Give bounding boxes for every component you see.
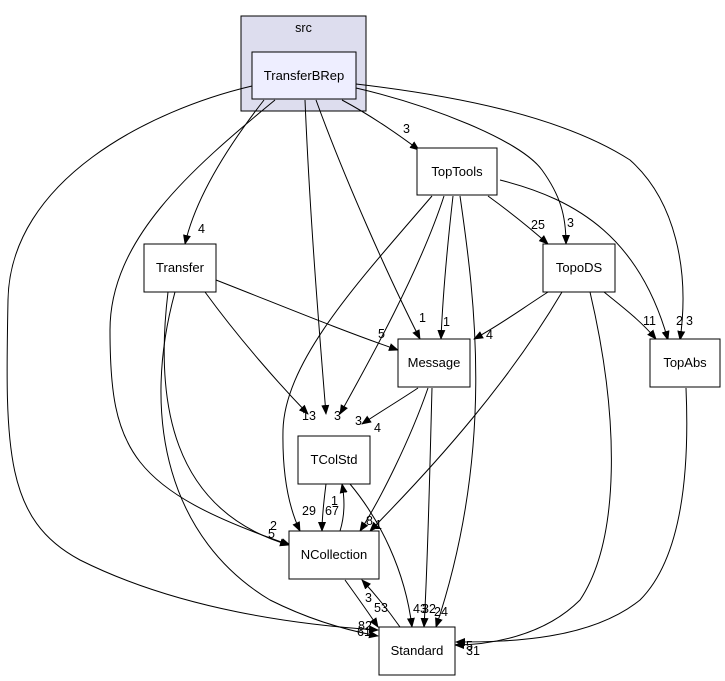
edge-label: 1 <box>375 518 382 532</box>
edge-label: 3 <box>355 414 362 428</box>
node-topods[interactable]: TopoDS <box>542 243 616 293</box>
edge-toptools-message <box>437 195 454 340</box>
edge-topods-topabs <box>603 291 657 340</box>
edge-label: 11 <box>643 314 656 328</box>
edge-topabs-standard <box>455 387 688 646</box>
edge-transferbrep-transfer <box>183 99 265 245</box>
edge-labels: 3 4 3 2 3 25 1 1 5 4 11 13 3 3 4 29 67 1… <box>198 122 693 658</box>
edge-label: 5 <box>378 327 385 341</box>
edge-tcolstd-standard <box>349 483 415 628</box>
edge-label: 3 <box>403 122 410 136</box>
edge-label: 61 <box>357 625 371 639</box>
edge-toptools-standard <box>435 195 477 628</box>
edge-topods-standard <box>454 291 612 649</box>
edge-toptools-tcolstd <box>339 195 445 415</box>
edge-label: 13 <box>302 409 316 423</box>
edge-transfer-message <box>215 279 399 351</box>
node-ncollection[interactable]: NCollection <box>288 530 380 580</box>
edge-label: 5 <box>268 527 275 541</box>
edge-transferbrep-topods <box>355 87 570 245</box>
node-tcolstd[interactable]: TColStd <box>297 435 371 485</box>
edge-label: 31 <box>466 644 480 658</box>
edge-transferbrep-message <box>315 99 421 340</box>
cluster-label: src <box>295 21 312 35</box>
edge-label: 82 <box>358 619 372 633</box>
edge-ncollection-tcolstd <box>339 483 348 532</box>
edge-label: 4 <box>486 328 493 342</box>
edge-label: 29 <box>302 504 316 518</box>
edge-label: 67 <box>325 504 339 518</box>
edge-label: 53 <box>374 601 388 615</box>
node-label-toptools: TopTools <box>431 164 483 179</box>
node-label-topabs: TopAbs <box>663 355 707 370</box>
edge-label: 3 <box>567 216 574 230</box>
node-label-transfer: Transfer <box>156 260 205 275</box>
edge-toptools-ncollection <box>282 195 433 532</box>
node-label-tcolstd: TColStd <box>311 452 358 467</box>
edge-transferbrep-ncollection <box>109 99 291 546</box>
edge-label: 4 <box>198 222 205 236</box>
node-message[interactable]: Message <box>397 338 471 388</box>
edge-transfer-standard <box>160 291 379 639</box>
edge-tcolstd-ncollection <box>318 483 327 532</box>
edge-transfer-tcolstd <box>204 291 309 415</box>
edge-topods-ncollection <box>369 291 563 532</box>
edge-toptools-topabs <box>499 179 670 341</box>
edge-label: 2 <box>676 314 683 328</box>
edges <box>6 83 688 649</box>
node-label-message: Message <box>408 355 461 370</box>
edge-ncollection-standard <box>344 579 379 628</box>
edge-label: 1 <box>443 315 450 329</box>
edge-label: 3 <box>365 591 372 605</box>
edge-transferbrep-tcolstd <box>304 99 330 415</box>
edge-label: 25 <box>531 218 545 232</box>
edge-label: 3 <box>334 409 341 423</box>
node-standard[interactable]: Standard <box>378 626 456 676</box>
edge-transferbrep-toptools <box>341 99 420 151</box>
edge-label: 24 <box>434 605 448 619</box>
edge-standard-ncollection <box>361 579 401 628</box>
node-toptools[interactable]: TopTools <box>416 147 498 196</box>
edge-message-tcolstd <box>361 387 419 425</box>
edge-transferbrep-standard <box>6 85 379 634</box>
edge-label: 5 <box>466 639 473 653</box>
edge-label: 4 <box>374 421 381 435</box>
node-label-standard: Standard <box>391 643 444 658</box>
edge-topods-message <box>473 291 549 340</box>
edge-label: 1 <box>331 494 338 508</box>
edge-transferbrep-topabs <box>355 83 686 341</box>
edge-label: 3 <box>686 314 693 328</box>
edge-transfer-ncollection <box>163 291 290 547</box>
node-label-topods: TopoDS <box>556 260 603 275</box>
edge-label: 1 <box>419 311 426 325</box>
edge-toptools-topods <box>487 195 549 245</box>
edge-message-standard <box>420 387 433 628</box>
edge-label: 2 <box>270 519 277 533</box>
node-topabs[interactable]: TopAbs <box>649 338 721 388</box>
nodes: TransferBRep TopTools Transfer TopoDS Me… <box>143 51 721 676</box>
node-label-ncollection: NCollection <box>301 547 367 562</box>
edge-message-ncollection <box>359 387 429 532</box>
edge-label: 32 <box>422 602 436 616</box>
edge-label: 8 <box>366 514 373 528</box>
node-label-transferbrep: TransferBRep <box>264 68 344 83</box>
node-transfer[interactable]: Transfer <box>143 243 217 293</box>
node-transferbrep[interactable]: TransferBRep <box>251 51 357 100</box>
edge-label: 43 <box>413 602 427 616</box>
